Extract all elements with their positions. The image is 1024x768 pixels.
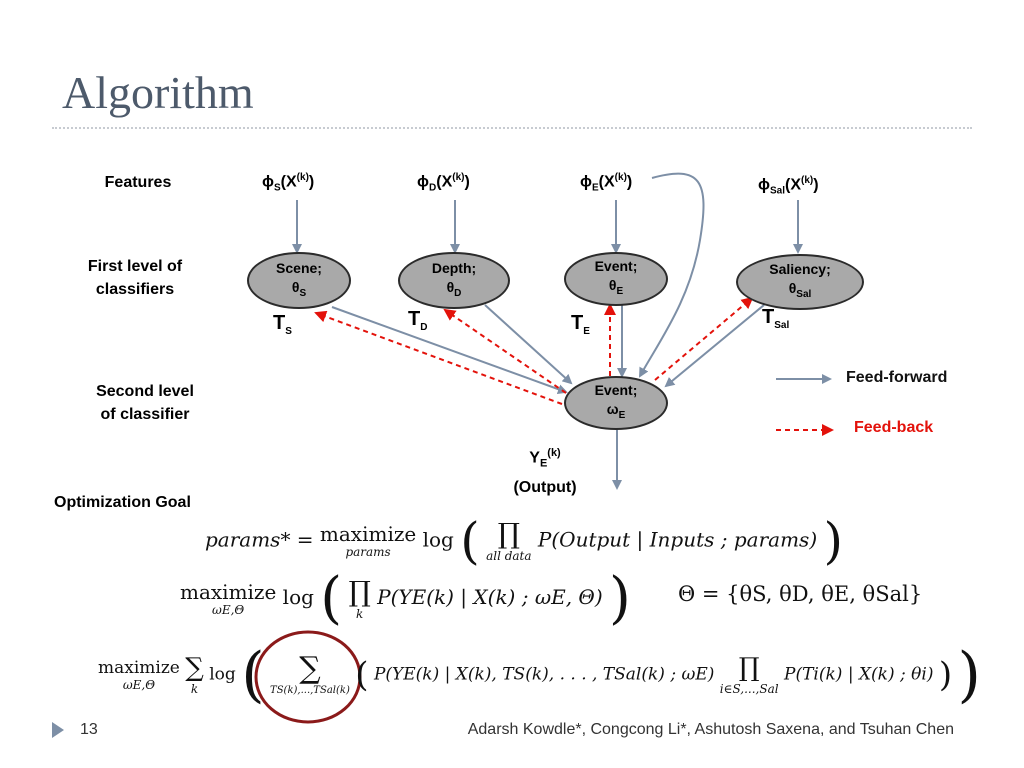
output-symbol: YE(k) — [529, 447, 561, 470]
node-event-second-name: Event; — [594, 382, 638, 399]
feature-saliency: ϕSal(X(k)) — [758, 175, 819, 197]
row-label-first-line1: First level of — [87, 258, 183, 275]
legend-feed-back: Feed-back — [854, 419, 934, 436]
row-label-features-text: Features — [104, 174, 172, 191]
node-event-name: Event; — [594, 258, 638, 275]
row-label-first-level: First level of classifiers — [60, 255, 210, 301]
threshold-scene: TS — [273, 312, 292, 337]
feature-event: ϕE(X(k)) — [580, 172, 633, 194]
arrow-fb-scene — [314, 310, 563, 405]
node-event-second: Event; ωE — [564, 376, 668, 430]
row-label-second-level: Second level of classifier — [70, 380, 220, 426]
threshold-event: TE — [571, 312, 590, 337]
authors: Adarsh Kowdle*, Congcong Li*, Ashutosh S… — [467, 721, 954, 738]
footer-bullet-icon — [52, 722, 64, 738]
node-depth-name: Depth; — [431, 259, 477, 276]
threshold-depth: TD — [408, 308, 428, 333]
node-event-second-param: ωE — [606, 401, 626, 421]
node-scene-name: Scene; — [276, 259, 322, 276]
theta-set: Θ = {θS, θD, θE, θSal} — [678, 582, 923, 606]
arrow-event-feature-skip — [639, 172, 705, 378]
node-saliency-name: Saliency; — [769, 261, 831, 278]
optimization-heading: Optimization Goal — [54, 494, 191, 511]
node-scene-param: θS — [291, 278, 307, 299]
page-number: 13 — [80, 721, 98, 738]
legend-feed-forward: Feed-forward — [846, 369, 948, 386]
node-event: Event; θE — [564, 252, 668, 306]
node-saliency: Saliency; θSal — [736, 254, 864, 310]
row-label-second-line1: Second level — [96, 383, 194, 400]
node-depth-param: θD — [446, 278, 462, 299]
title-divider — [52, 127, 972, 129]
output-label: YE(k) (Output) — [494, 442, 596, 499]
node-saliency-param: θSal — [788, 280, 812, 300]
arrow-fb-saliency — [654, 296, 754, 381]
feature-depth: ϕD(X(k)) — [417, 172, 470, 194]
slide-title: Algorithm — [62, 67, 254, 118]
row-label-second-line2: of classifier — [100, 406, 190, 423]
row-label-first-line2: classifiers — [95, 281, 175, 298]
feature-scene: ϕS(X(k)) — [262, 172, 315, 194]
arrow-ff-depth — [484, 304, 573, 385]
threshold-saliency: TSal — [762, 306, 790, 331]
output-text: (Output) — [513, 478, 577, 496]
node-event-param: θE — [608, 277, 624, 297]
node-depth: Depth; θD — [398, 252, 510, 309]
node-scene: Scene; θS — [247, 252, 351, 309]
arrow-ff-saliency — [664, 304, 765, 388]
row-label-features: Features — [78, 171, 198, 194]
arrow-ff-scene — [331, 306, 568, 394]
highlight-circle — [254, 630, 362, 724]
arrow-fb-depth — [443, 308, 567, 394]
